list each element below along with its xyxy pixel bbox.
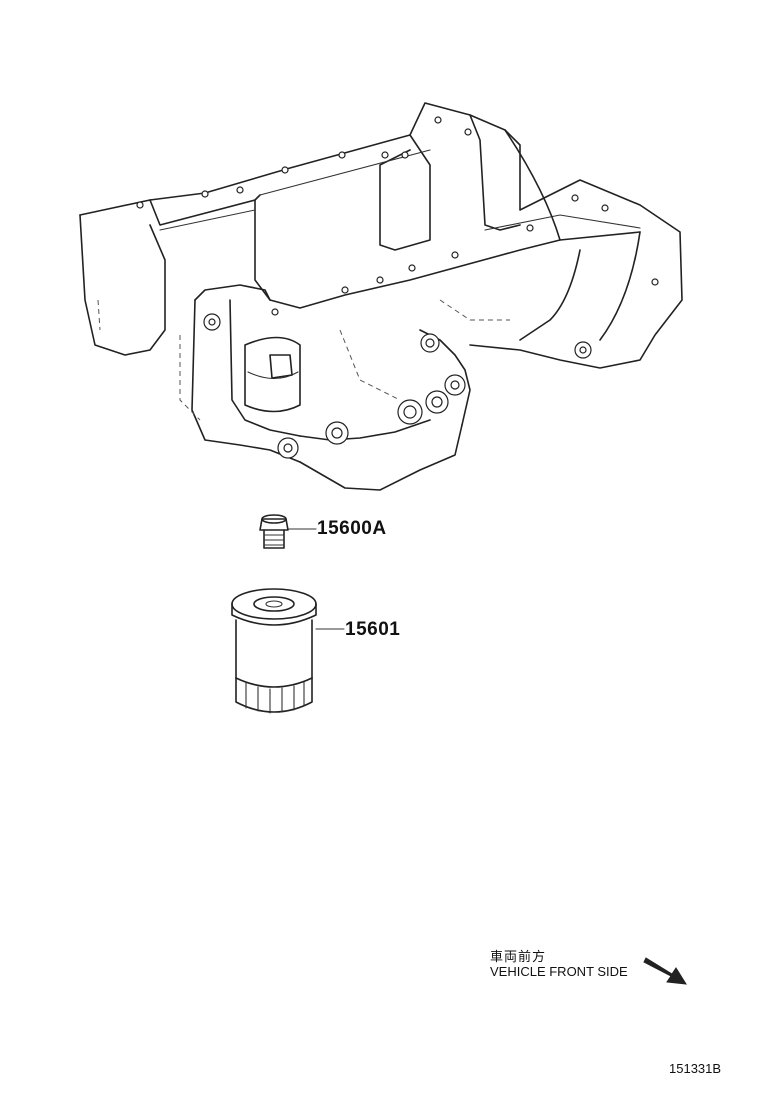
figure-number: 151331B bbox=[669, 1061, 722, 1076]
vehicle-front-japanese-label: 車両前方 bbox=[490, 950, 547, 965]
part-number-drain-plug[interactable]: 15600A bbox=[317, 518, 387, 539]
oil-filter-illustration bbox=[231, 588, 317, 714]
drain-plug-illustration bbox=[259, 514, 289, 549]
part-number-oil-filter[interactable]: 15601 bbox=[345, 619, 401, 640]
oil-pan-illustration bbox=[79, 102, 683, 491]
arrow-down-right-icon bbox=[643, 957, 687, 985]
vehicle-front-english-label: VEHICLE FRONT SIDE bbox=[490, 964, 628, 979]
